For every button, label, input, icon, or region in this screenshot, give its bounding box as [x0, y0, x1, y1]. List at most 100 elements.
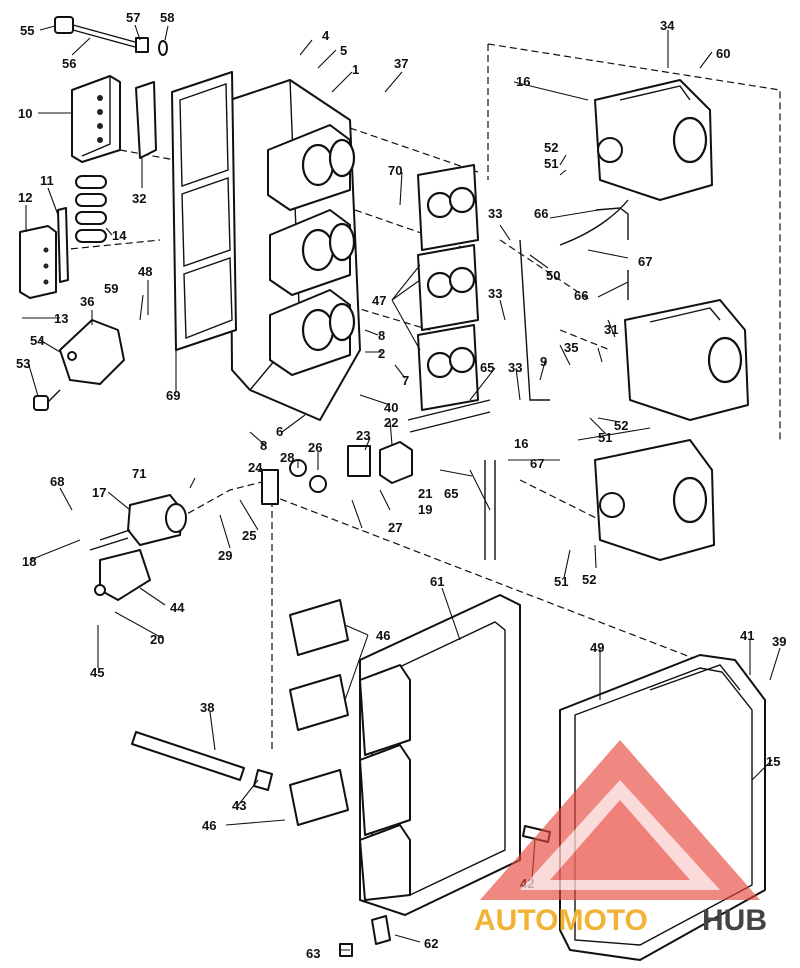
callout-24: 24: [248, 460, 263, 475]
watermark-triangle-logo: [480, 740, 760, 900]
callout-44: 44: [170, 600, 185, 615]
callout-8: 8: [378, 328, 385, 343]
callout-7: 7: [402, 373, 409, 388]
part-47-gaskets: [417, 164, 479, 411]
callout-51b: 51: [598, 430, 612, 445]
callout-52a: 52: [544, 140, 558, 155]
part-carburetor-top: [594, 79, 713, 201]
part-53-screw: [33, 389, 61, 411]
callout-59: 59: [104, 281, 118, 296]
callout-57: 57: [126, 10, 140, 25]
watermark-text-automoto: AUTOMOTO: [474, 904, 648, 937]
callout-25: 25: [242, 528, 256, 543]
callout-66a: 66: [534, 206, 548, 221]
callout-41: 41: [740, 628, 754, 643]
callout-32: 32: [132, 191, 146, 206]
callout-22: 22: [384, 415, 398, 430]
callout-51c: 51: [554, 574, 568, 589]
callout-4: 4: [322, 28, 330, 43]
callout-5: 5: [340, 43, 347, 58]
callout-50: 50: [546, 268, 560, 283]
callout-69: 69: [166, 388, 180, 403]
callout-21: 21: [418, 486, 432, 501]
callout-16b: 16: [514, 436, 528, 451]
callout-40: 40: [384, 400, 398, 415]
part-44-bracket: [94, 549, 151, 601]
part-46-gaskets: [289, 599, 349, 826]
callout-37: 37: [394, 56, 408, 71]
part-32-gasket: [135, 81, 157, 159]
callout-labels: 55 56 57 58 10 32 11 12 14 13 36 59 48 5…: [16, 10, 786, 961]
callout-67b: 67: [530, 456, 544, 471]
callout-55: 55: [20, 23, 34, 38]
callout-66b: 66: [574, 288, 588, 303]
part-fuel-hoses: [407, 199, 629, 560]
callout-70: 70: [388, 163, 402, 178]
callout-61: 61: [430, 574, 444, 589]
callout-43: 43: [232, 798, 246, 813]
callout-65b: 65: [444, 486, 458, 501]
callout-54: 54: [30, 333, 45, 348]
callout-46a: 46: [376, 628, 390, 643]
callout-33c: 33: [508, 360, 522, 375]
callout-56: 56: [62, 56, 76, 71]
callout-53: 53: [16, 356, 30, 371]
callout-18: 18: [22, 554, 36, 569]
callout-12: 12: [18, 190, 32, 205]
callout-9: 9: [540, 354, 547, 369]
callout-11: 11: [40, 173, 54, 188]
callout-16a: 16: [516, 74, 530, 89]
callout-60: 60: [716, 46, 730, 61]
callout-38: 38: [200, 700, 214, 715]
callout-14: 14: [112, 228, 127, 243]
callout-51a: 51: [544, 156, 558, 171]
callout-28: 28: [280, 450, 294, 465]
callout-31: 31: [604, 322, 618, 337]
part-62-63-clip: [339, 915, 391, 957]
callout-15: 15: [766, 754, 780, 769]
callout-68: 68: [50, 474, 64, 489]
part-1-intake-manifold: [229, 79, 361, 421]
part-69-gasket: [171, 71, 237, 351]
part-14-reeds: [75, 175, 107, 243]
callout-19: 19: [418, 502, 432, 517]
part-11-stop: [57, 207, 69, 283]
callout-8b: 8: [260, 438, 267, 453]
callout-36: 36: [80, 294, 94, 309]
callout-20: 20: [150, 632, 164, 647]
callout-63: 63: [306, 946, 320, 961]
callout-23: 23: [356, 428, 370, 443]
callout-6: 6: [276, 424, 283, 439]
part-61-adapter-plate: [359, 594, 521, 916]
callout-1: 1: [352, 62, 359, 77]
part-55-56-screw: [54, 16, 168, 56]
part-36-bracket: [59, 319, 125, 385]
part-22-fuel-pump: [261, 441, 413, 505]
callout-33b: 33: [488, 286, 502, 301]
callout-13: 13: [54, 311, 68, 326]
callout-62: 62: [424, 936, 438, 951]
callout-26: 26: [308, 440, 322, 455]
part-carburetor-middle: [624, 299, 749, 421]
callout-71: 71: [132, 466, 146, 481]
automotohub-watermark: AUTOMOTO HUB: [474, 740, 767, 937]
part-10-reed-cover: [71, 75, 121, 163]
callout-34: 34: [660, 18, 675, 33]
part-12-reed-block: [19, 225, 57, 299]
watermark-text-hub: HUB: [702, 904, 767, 937]
callout-29: 29: [218, 548, 232, 563]
callout-58: 58: [160, 10, 174, 25]
part-38-tube: [131, 731, 273, 791]
callout-52c: 52: [582, 572, 596, 587]
callout-48: 48: [138, 264, 152, 279]
callout-27: 27: [388, 520, 402, 535]
callout-46b: 46: [202, 818, 216, 833]
leader-lines: [22, 24, 781, 951]
callout-45: 45: [90, 665, 104, 680]
callout-10: 10: [18, 106, 32, 121]
callout-67a: 67: [638, 254, 652, 269]
part-17-solenoid: [89, 494, 187, 551]
callout-17: 17: [92, 485, 106, 500]
callout-65a: 65: [480, 360, 494, 375]
